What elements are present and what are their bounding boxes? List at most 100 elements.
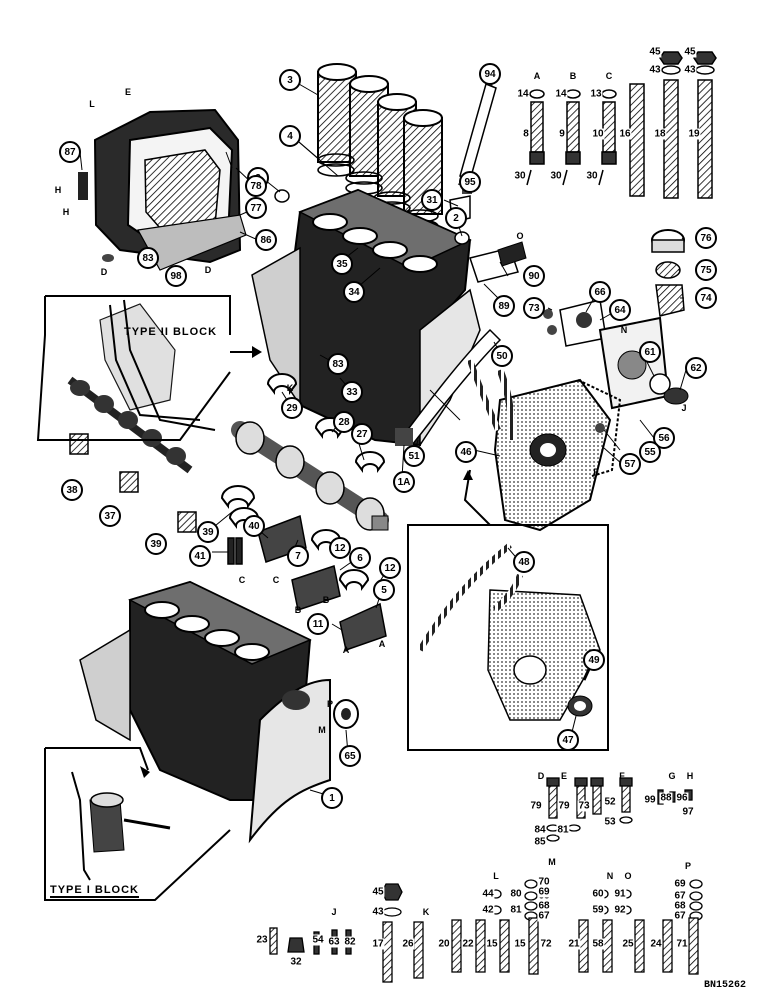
callout-55: 55 — [639, 441, 661, 463]
part-91: 91 — [613, 888, 627, 900]
figure-code: BN15262 — [704, 980, 747, 991]
callout-89: 89 — [493, 295, 515, 317]
part-14-b: 14 — [554, 88, 568, 100]
letter-E: E — [124, 87, 132, 97]
callout-28: 28 — [333, 411, 355, 433]
part-88: 88 — [659, 792, 673, 804]
letter-J: J — [681, 403, 687, 413]
part-60: 60 — [591, 888, 605, 900]
part-96: 96 — [675, 792, 689, 804]
callout-47: 47 — [557, 729, 579, 751]
callout-33: 33 — [341, 381, 363, 403]
part-54: 54 — [311, 934, 325, 946]
callout-7: 7 — [287, 545, 309, 567]
timing-gear-cover — [493, 378, 622, 532]
hw-letter-O: O — [624, 871, 632, 881]
part-32: 32 — [289, 956, 303, 968]
hw-letter-K: K — [422, 907, 430, 917]
callout-27: 27 — [351, 423, 373, 445]
callout-39-left: 39 — [145, 533, 167, 555]
callout-1A: 1A — [393, 471, 415, 493]
part-30-c: 30 — [585, 170, 599, 182]
part-81: 81 — [556, 824, 570, 836]
part-71: 71 — [675, 938, 689, 950]
part-97: 97 — [681, 806, 695, 818]
letter-F: F — [593, 467, 599, 477]
part-69-a: 69 — [537, 886, 551, 898]
callout-95: 95 — [459, 171, 481, 193]
letter-D-right: D — [204, 265, 212, 275]
part-22: 22 — [461, 938, 475, 950]
part-43-a: 43 — [648, 64, 662, 76]
letter-B-left: B — [294, 605, 302, 615]
callout-35: 35 — [331, 253, 353, 275]
hw-letter-L: L — [493, 871, 499, 881]
callout-75: 75 — [695, 259, 717, 281]
callout-61: 61 — [639, 341, 661, 363]
part-43-c: 43 — [371, 906, 385, 918]
part-92: 92 — [613, 904, 627, 916]
part-8: 8 — [522, 128, 530, 140]
hw-letter-F: F — [619, 771, 625, 781]
letter-A-right: A — [378, 639, 386, 649]
callout-74: 74 — [695, 287, 717, 309]
hw-letter-J: J — [331, 907, 337, 917]
type-ii-inset — [36, 295, 262, 441]
callout-1: 1 — [321, 787, 343, 809]
letter-K: K — [286, 383, 294, 393]
letter-M: M — [318, 725, 326, 735]
hw-letter-N: N — [606, 871, 614, 881]
cylinder-block-lower — [79, 580, 359, 844]
letter-H-upper: H — [54, 185, 62, 195]
cylinder-block-upper — [251, 188, 502, 448]
part-80: 80 — [509, 888, 523, 900]
callout-87: 87 — [59, 141, 81, 163]
letter-H-lower: H — [62, 207, 70, 217]
timing-chain-upper — [467, 359, 501, 432]
part-25: 25 — [621, 938, 635, 950]
water-outlet-group — [469, 229, 689, 410]
part-16: 16 — [618, 128, 632, 140]
letter-A-left: A — [342, 645, 350, 655]
callout-73: 73 — [523, 297, 545, 319]
callout-29: 29 — [281, 397, 303, 419]
part-43-b: 43 — [683, 64, 697, 76]
part-67-a: 67 — [537, 910, 551, 922]
part-79-a: 79 — [529, 800, 543, 812]
part-45-b: 45 — [683, 46, 697, 58]
callout-40: 40 — [243, 515, 265, 537]
main-bearing-caps — [227, 514, 387, 651]
callout-83-block: 83 — [327, 353, 349, 375]
callout-48: 48 — [513, 551, 535, 573]
callout-11: 11 — [307, 613, 329, 635]
callout-66: 66 — [589, 281, 611, 303]
part-68-c: 68 — [673, 900, 687, 912]
callout-12-lower: 12 — [379, 557, 401, 579]
callout-64: 64 — [609, 299, 631, 321]
part-9: 9 — [558, 128, 566, 140]
part-45-c: 45 — [371, 886, 385, 898]
type-i-inset — [44, 747, 231, 901]
part-73: 73 — [577, 800, 591, 812]
callout-2-right: 2 — [445, 207, 467, 229]
part-67-b: 67 — [673, 890, 687, 902]
part-15-b: 15 — [513, 938, 527, 950]
part-15-a: 15 — [485, 938, 499, 950]
timing-chain-inner — [496, 368, 516, 441]
part-81-b: 81 — [509, 904, 523, 916]
part-52: 52 — [603, 796, 617, 808]
callout-51: 51 — [403, 445, 425, 467]
hw-letter-P: P — [684, 861, 692, 871]
part-45-a: 45 — [648, 46, 662, 58]
callout-78: 78 — [245, 175, 267, 197]
callout-6: 6 — [349, 547, 371, 569]
callout-62: 62 — [685, 357, 707, 379]
letter-C-top: C — [605, 71, 613, 81]
part-82: 82 — [343, 936, 357, 948]
bell-housing — [78, 108, 247, 271]
letter-L: L — [89, 99, 95, 109]
part-70: 70 — [537, 876, 551, 888]
part-85: 85 — [533, 836, 547, 848]
